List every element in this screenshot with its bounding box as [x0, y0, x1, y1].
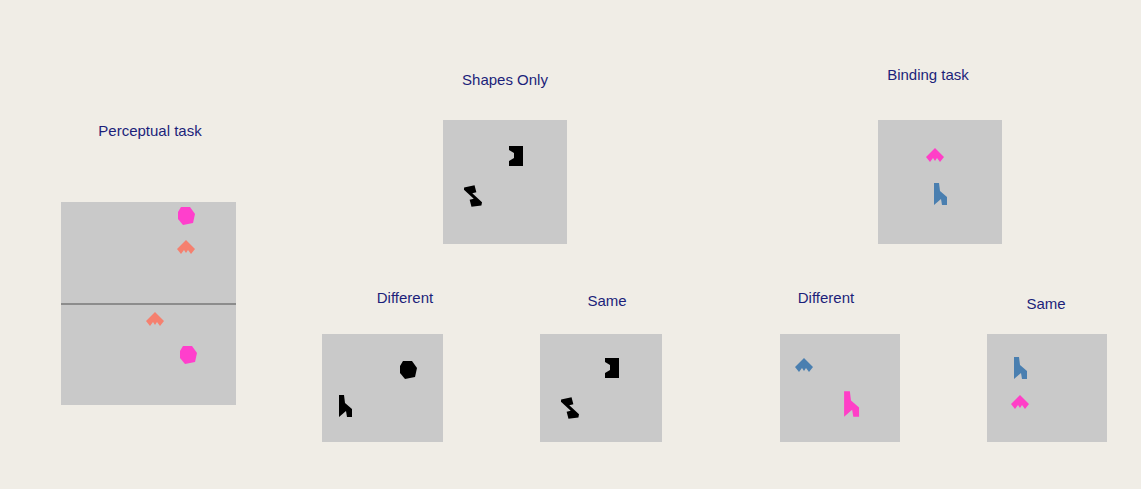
panel-heading: Shapes Only — [462, 71, 548, 88]
panel-heading: Perceptual task — [98, 122, 201, 139]
panel-heading: Binding task — [887, 66, 969, 83]
stimulus-panel: Different — [322, 334, 443, 442]
panel-heading: Different — [377, 289, 433, 306]
panel-heading: Same — [1026, 295, 1065, 312]
stimulus-panel: Binding task — [878, 120, 1002, 244]
stimulus-panel: Same — [987, 334, 1107, 442]
stimulus-panel: Same — [540, 334, 662, 442]
stimulus-panel: Different — [780, 334, 900, 442]
stimulus-panel: Shapes Only — [443, 120, 567, 244]
panel-heading: Same — [587, 292, 626, 309]
panel-heading: Different — [798, 289, 854, 306]
